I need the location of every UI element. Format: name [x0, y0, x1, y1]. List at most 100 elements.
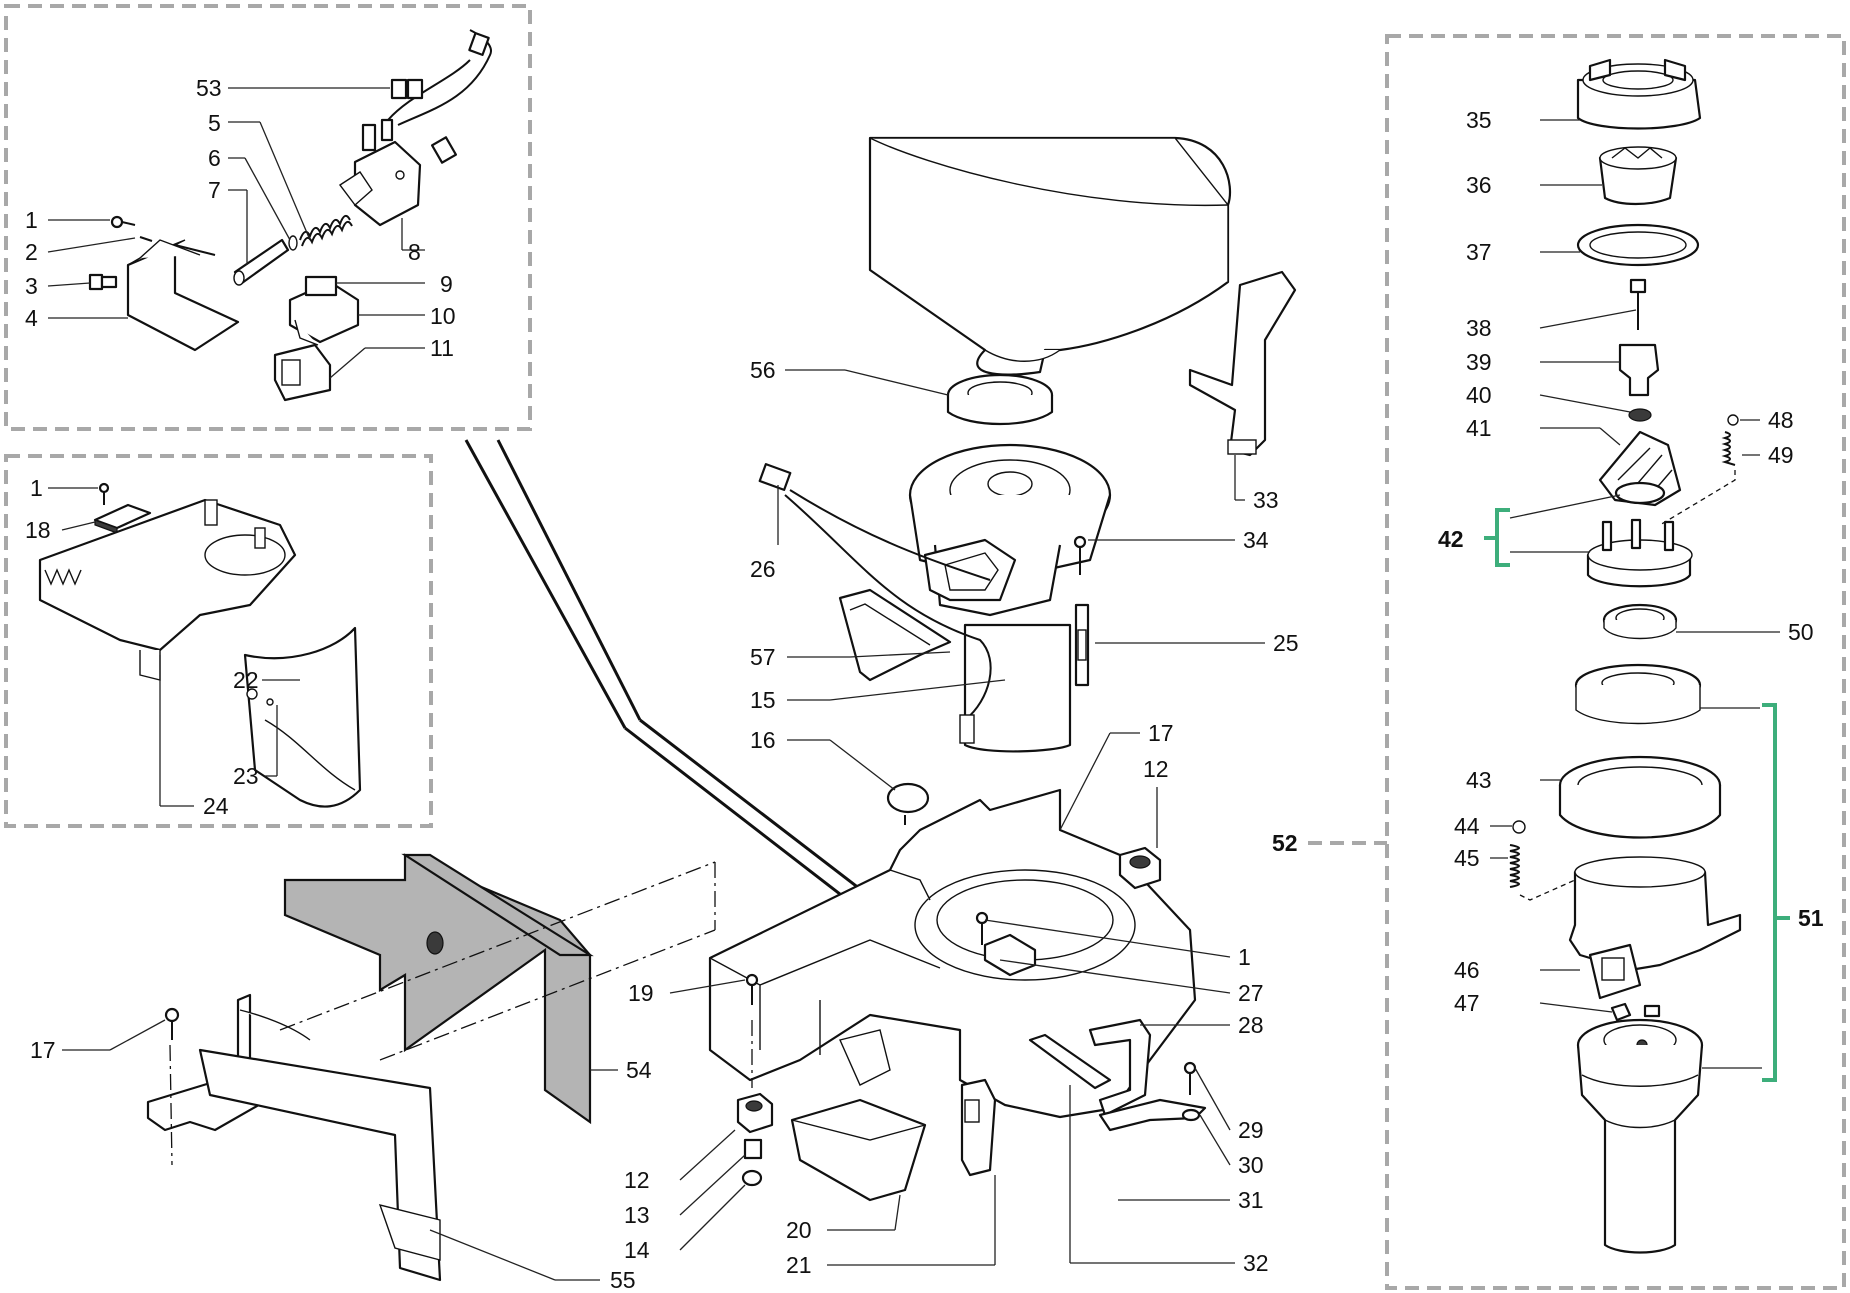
callout-28: 28	[1238, 1012, 1264, 1038]
washer-part	[1181, 1108, 1201, 1122]
adjusting-screw	[1073, 535, 1087, 575]
callout-41: 41	[1466, 415, 1492, 441]
grinder-support-frame	[38, 498, 297, 681]
small-ball	[1727, 414, 1739, 426]
callout-14: 14	[624, 1237, 650, 1263]
group-bracket-42	[1495, 508, 1510, 567]
clip-part	[246, 688, 274, 706]
callout-2: 2	[25, 239, 38, 265]
callout-6: 6	[208, 145, 221, 171]
screw-part	[110, 215, 136, 229]
small-ball	[1512, 820, 1526, 834]
flat-slide-plate	[1028, 1033, 1112, 1090]
callout-1: 1	[30, 475, 43, 501]
connector-cable	[758, 462, 992, 744]
side-bracket-arm	[1188, 270, 1297, 457]
o-ring	[288, 235, 298, 251]
callout-3: 3	[25, 273, 38, 299]
bracket-part	[126, 239, 240, 352]
callout-29: 29	[1238, 1117, 1264, 1143]
callout-53: 53	[196, 75, 222, 101]
callout-5: 5	[208, 110, 221, 136]
grinder-base-cylinder	[1576, 1018, 1704, 1254]
callout-15: 15	[750, 687, 776, 713]
callout-54: 54	[626, 1057, 652, 1083]
curved-shield	[243, 626, 362, 808]
rubber-mount	[736, 1092, 774, 1134]
ring-nut-top	[1576, 58, 1702, 130]
washer-part	[1628, 408, 1652, 422]
callout-25: 25	[1273, 630, 1299, 656]
callout-19: 19	[628, 980, 654, 1006]
callout-38: 38	[1466, 315, 1492, 341]
callout-49: 49	[1768, 442, 1794, 468]
spring-part	[299, 214, 353, 247]
callout-23: 23	[233, 763, 259, 789]
callout-labels: 53 5 6 7 1 2 3 4 8 9 10 11 1 18 22 23 24…	[25, 75, 1824, 1293]
spindle-part	[1618, 343, 1660, 397]
callout-24: 24	[203, 793, 229, 819]
grinder-lower-housing	[1568, 856, 1742, 1000]
callout-40: 40	[1466, 382, 1492, 408]
callout-43: 43	[1466, 767, 1492, 793]
screw-part	[164, 1007, 180, 1040]
machine-base-frame	[708, 788, 1197, 1119]
callout-8: 8	[408, 239, 421, 265]
callout-52: 52	[1272, 830, 1298, 856]
screw-part	[98, 482, 110, 505]
microswitch-holder	[288, 275, 360, 346]
hopper-ring	[946, 373, 1054, 426]
ring-part	[1576, 223, 1700, 267]
callout-7: 7	[208, 177, 221, 203]
pin-part	[233, 238, 290, 286]
callout-18: 18	[25, 517, 51, 543]
callout-34: 34	[1243, 527, 1269, 553]
callout-47: 47	[1454, 990, 1480, 1016]
washer-part	[139, 236, 153, 242]
grounds-tray	[790, 1098, 927, 1202]
callout-39: 39	[1466, 349, 1492, 375]
mounting-bracket	[146, 993, 442, 1282]
grinding-cone	[1598, 146, 1678, 206]
panel-connector-line	[464, 439, 627, 729]
callout-46: 46	[1454, 957, 1480, 983]
panel-right	[1385, 34, 1846, 1290]
callout-42: 42	[1438, 526, 1464, 552]
callout-35: 35	[1466, 107, 1492, 133]
group-bracket-51	[1762, 703, 1777, 1082]
callout-36: 36	[1466, 172, 1492, 198]
callout-17: 17	[1148, 720, 1174, 746]
nut-part	[741, 1169, 763, 1187]
callout-44: 44	[1454, 813, 1480, 839]
microswitch-part	[960, 1078, 997, 1177]
spring-part	[1509, 844, 1520, 888]
spacer-part	[743, 1138, 763, 1160]
upper-ring	[1574, 663, 1702, 725]
callout-51: 51	[1798, 905, 1824, 931]
callout-4: 4	[25, 305, 38, 331]
bolt-part	[88, 273, 118, 291]
callout-32: 32	[1243, 1250, 1269, 1276]
grinder-motor-housing	[908, 443, 1112, 753]
callout-16: 16	[750, 727, 776, 753]
adjustment-ring-gear	[1558, 755, 1722, 839]
seal-ring	[1602, 603, 1678, 640]
callout-31: 31	[1238, 1187, 1264, 1213]
callout-33: 33	[1253, 487, 1279, 513]
callout-56: 56	[750, 357, 776, 383]
callout-48: 48	[1768, 407, 1794, 433]
callout-55: 55	[610, 1267, 636, 1293]
callout-9: 9	[440, 271, 453, 297]
panel-top-left	[4, 4, 532, 431]
callout-30: 30	[1238, 1152, 1264, 1178]
hose-clamp	[886, 782, 930, 825]
screw-part	[975, 911, 989, 945]
spring-part	[1721, 431, 1736, 466]
callout-22: 22	[233, 667, 259, 693]
callout-57: 57	[750, 644, 776, 670]
callout-37: 37	[1466, 239, 1492, 265]
callout-45: 45	[1454, 845, 1480, 871]
callout-13: 13	[624, 1202, 650, 1228]
leader-lines	[47, 87, 1780, 1281]
